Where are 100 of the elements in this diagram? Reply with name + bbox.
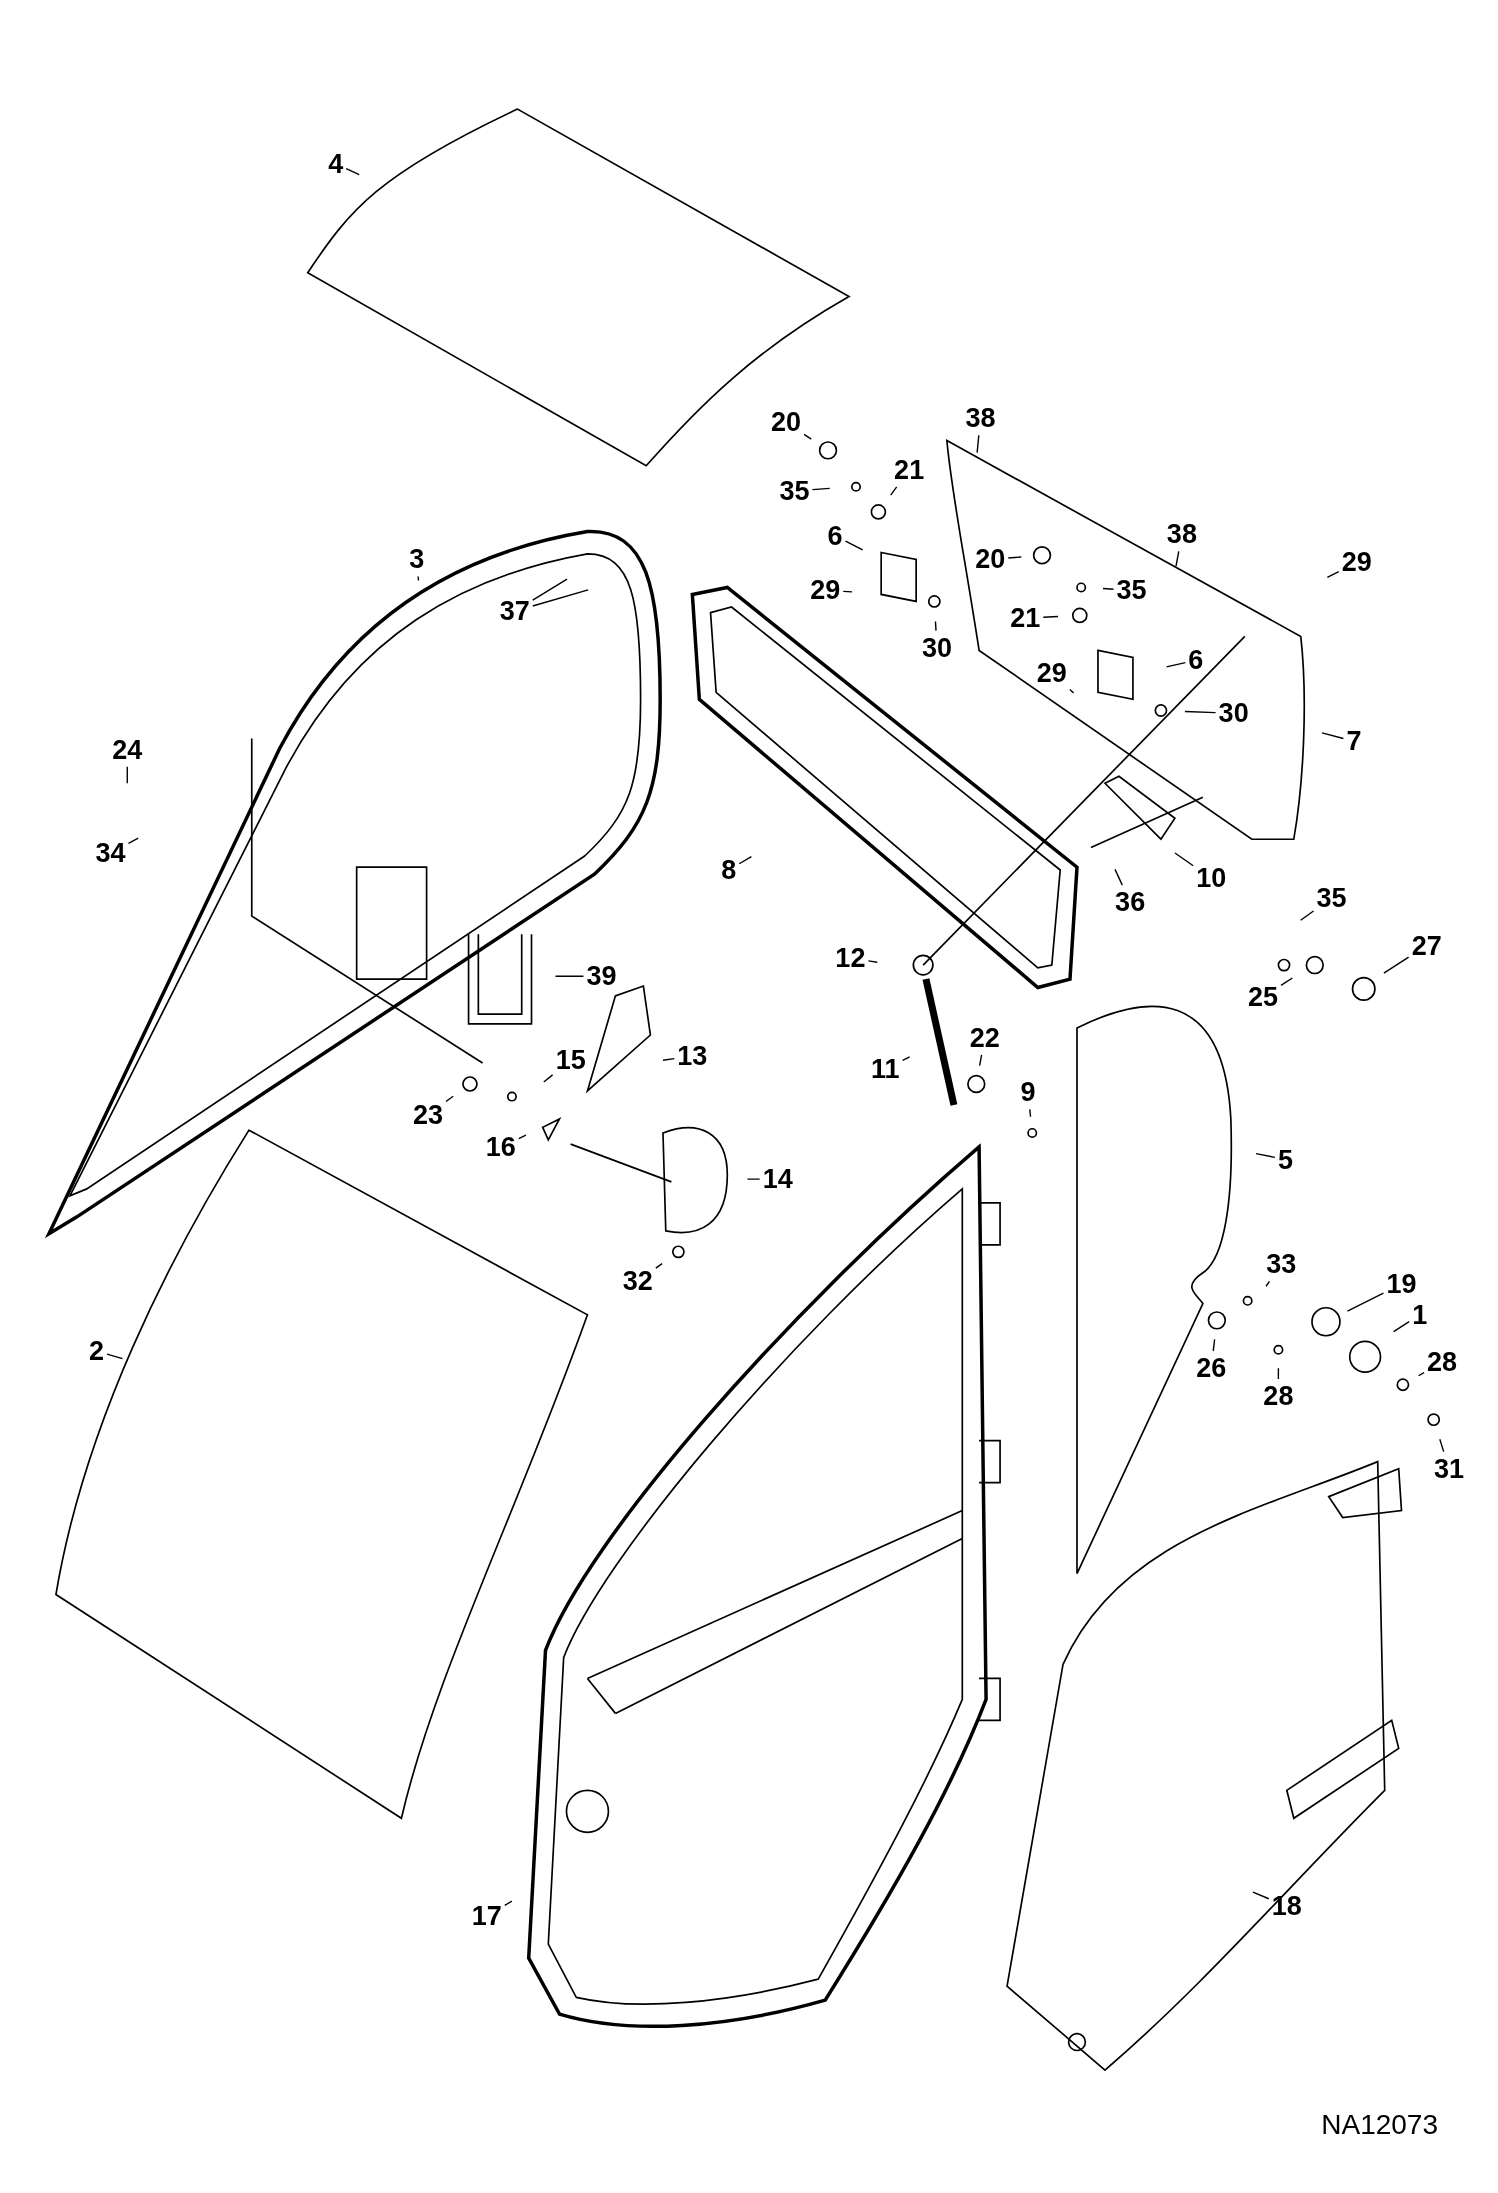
callout-number: 32 xyxy=(622,1266,653,1297)
callout-number: 3 xyxy=(409,544,425,575)
leader-line xyxy=(901,1056,911,1061)
callout-number: 5 xyxy=(1277,1144,1293,1175)
callout-number: 2 xyxy=(89,1336,104,1367)
leader-line xyxy=(738,855,753,865)
callout-number: 15 xyxy=(555,1045,586,1076)
leader-line xyxy=(1042,615,1059,618)
leader-line xyxy=(518,1134,527,1140)
callout-number: 20 xyxy=(975,544,1006,575)
leader-line xyxy=(803,433,812,440)
callout-number: 23 xyxy=(413,1099,443,1130)
leader-line xyxy=(867,960,878,963)
leader-line xyxy=(1417,1371,1425,1377)
leader-line xyxy=(1326,570,1340,579)
leader-line xyxy=(1102,587,1115,590)
leader-line xyxy=(1321,732,1345,740)
callout-number: 30 xyxy=(1218,698,1249,729)
leader-line xyxy=(811,487,831,491)
leader-line xyxy=(844,540,864,551)
callout-number: 38 xyxy=(965,403,996,434)
callout-number: 4 xyxy=(328,148,344,179)
callout-number: 33 xyxy=(1266,1249,1297,1280)
callout-number: 20 xyxy=(771,407,802,438)
callout-number: 6 xyxy=(827,520,843,551)
leader-line xyxy=(504,1900,513,1907)
leader-line xyxy=(889,486,898,496)
callout-number: 24 xyxy=(112,734,143,765)
leader-line xyxy=(976,434,980,454)
callout-number: 16 xyxy=(485,1131,516,1162)
callout-number: 29 xyxy=(1341,547,1372,578)
leader-line xyxy=(445,1095,454,1103)
callout-number: 28 xyxy=(1427,1347,1458,1378)
callout-number: 37 xyxy=(499,596,530,627)
callout-number: 27 xyxy=(1411,930,1442,961)
leader-line xyxy=(1280,977,1294,987)
callout-number: 17 xyxy=(471,1901,502,1932)
leader-line xyxy=(1184,710,1217,714)
leader-line xyxy=(1165,661,1187,668)
leader-line xyxy=(655,1262,663,1269)
leader-line xyxy=(934,620,937,632)
leader-line xyxy=(1255,1152,1276,1159)
callout-number: 12 xyxy=(835,943,866,974)
leader-line xyxy=(842,590,853,593)
callout-number: 7 xyxy=(1346,726,1362,757)
callout-number: 8 xyxy=(721,855,737,885)
callout-number: 34 xyxy=(95,838,126,869)
callout-number: 9 xyxy=(1020,1077,1036,1108)
callout-number: 21 xyxy=(1010,603,1041,634)
leader-line xyxy=(126,766,128,784)
leader-line xyxy=(1174,852,1194,867)
leader-line xyxy=(662,1057,676,1061)
callout-number: 29 xyxy=(1036,657,1067,688)
callout-number: 11 xyxy=(871,1053,900,1084)
leader-line xyxy=(1277,1367,1280,1380)
leader-line xyxy=(106,1353,124,1360)
leader-line xyxy=(417,575,420,582)
leader-line xyxy=(746,1178,761,1180)
callout-number: 35 xyxy=(1116,575,1147,606)
leader-line xyxy=(345,167,360,176)
callout-number: 21 xyxy=(894,454,925,485)
callout-number: 26 xyxy=(1196,1352,1227,1383)
leader-line xyxy=(1265,1280,1271,1287)
leader-line xyxy=(978,1054,983,1067)
drawing-number: NA12073 xyxy=(1321,2109,1438,2142)
leader-line xyxy=(1383,956,1410,974)
leader-line xyxy=(532,578,568,601)
leader-line xyxy=(1439,1438,1445,1453)
leader-line xyxy=(543,1074,554,1083)
callout-number: 29 xyxy=(810,575,841,606)
leader-line xyxy=(554,975,585,977)
callout-number: 35 xyxy=(1316,882,1347,913)
leader-line xyxy=(1346,1292,1385,1312)
leader-line xyxy=(1252,1891,1270,1900)
leader-line xyxy=(1007,556,1023,559)
callout-number: 22 xyxy=(969,1022,1000,1053)
callout-number: 6 xyxy=(1188,645,1204,676)
leader-line xyxy=(532,589,589,607)
callout-number: 13 xyxy=(677,1041,708,1071)
callout-number: 28 xyxy=(1263,1380,1294,1411)
leader-line xyxy=(1299,910,1315,921)
callout-number: 39 xyxy=(586,961,617,992)
callout-number: 18 xyxy=(1271,1891,1302,1922)
callout-number: 14 xyxy=(762,1164,793,1195)
callout-number: 31 xyxy=(1434,1453,1465,1484)
callout-number: 25 xyxy=(1248,982,1279,1013)
leader-line xyxy=(1069,688,1075,694)
callout-number: 38 xyxy=(1166,519,1197,550)
callout-number: 35 xyxy=(779,475,810,506)
callout-number: 19 xyxy=(1386,1269,1417,1299)
callout-number: 10 xyxy=(1196,863,1227,894)
callout-number: 30 xyxy=(922,632,953,663)
leader-line xyxy=(1175,550,1180,567)
leader-line xyxy=(1212,1338,1216,1352)
leader-line xyxy=(127,837,139,845)
leader-line xyxy=(1029,1108,1032,1118)
callout-number: 1 xyxy=(1412,1299,1428,1330)
leader-line xyxy=(1114,868,1123,886)
leader-line xyxy=(1392,1320,1410,1333)
callout-number: 36 xyxy=(1115,887,1146,918)
